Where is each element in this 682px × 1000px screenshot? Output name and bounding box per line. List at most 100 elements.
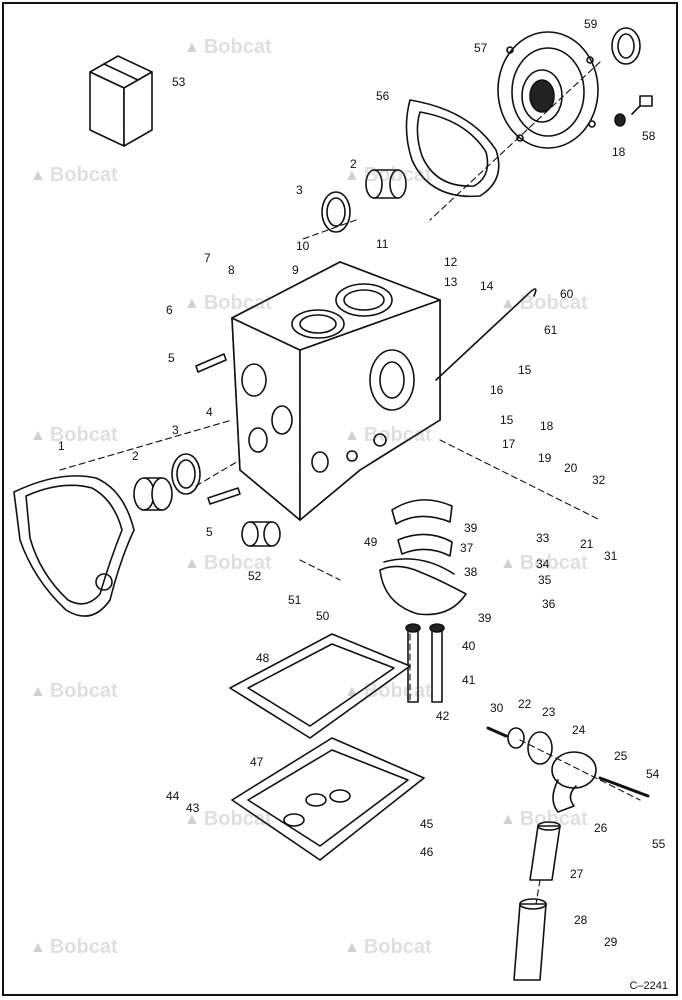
callout-4: 4	[206, 405, 213, 419]
part-60-dipstick	[435, 288, 537, 381]
watermark-text: Bobcat	[519, 292, 588, 314]
watermark: ▲ Bobcat	[344, 936, 432, 959]
callout-18: 18	[540, 419, 554, 433]
part-5-pin-lower	[207, 487, 241, 505]
watermark-text: Bobcat	[49, 936, 118, 958]
watermark: ▲ Bobcat	[500, 552, 588, 575]
bobcat-head-logo-icon: ▲	[30, 938, 46, 956]
callout-36: 36	[542, 597, 556, 611]
callout-5: 5	[206, 525, 213, 539]
callout-53: 53	[172, 75, 186, 89]
part-24-elbow-housing	[551, 751, 597, 813]
callout-18: 18	[612, 145, 626, 159]
callout-33: 33	[536, 531, 550, 545]
part-53-box	[89, 55, 153, 147]
bobcat-head-logo-icon: ▲	[344, 166, 360, 184]
bobcat-head-logo-icon: ▲	[30, 426, 46, 444]
watermark-text: Bobcat	[49, 164, 118, 186]
watermark: ▲ Bobcat	[344, 424, 432, 447]
watermark-text: Bobcat	[49, 424, 118, 446]
bobcat-head-logo-icon: ▲	[344, 938, 360, 956]
watermark-text: Bobcat	[49, 680, 118, 702]
watermark-text: Bobcat	[203, 552, 272, 574]
watermark-text: Bobcat	[363, 680, 432, 702]
watermark: ▲ Bobcat	[30, 680, 118, 703]
callout-30: 30	[490, 701, 504, 715]
callout-15: 15	[500, 413, 514, 427]
bobcat-head-logo-icon: ▲	[184, 810, 200, 828]
callout-39: 39	[464, 521, 478, 535]
watermark: ▲ Bobcat	[500, 292, 588, 315]
watermark: ▲ Bobcat	[184, 36, 272, 59]
bobcat-head-logo-icon: ▲	[184, 38, 200, 56]
part-47-oil-pan	[231, 737, 425, 861]
callout-58: 58	[642, 129, 656, 143]
callout-43: 43	[186, 801, 200, 815]
callout-39: 39	[478, 611, 492, 625]
callout-40: 40	[462, 639, 476, 653]
part-23-oring	[527, 731, 553, 765]
callout-50: 50	[316, 609, 330, 623]
watermark: ▲ Bobcat	[184, 808, 272, 831]
part-52-bushing	[241, 521, 281, 547]
watermark: ▲ Bobcat	[344, 164, 432, 187]
callout-52: 52	[248, 569, 262, 583]
callout-59: 59	[584, 17, 598, 31]
callout-60: 60	[560, 287, 574, 301]
watermark: ▲ Bobcat	[344, 680, 432, 703]
callout-47: 47	[250, 755, 264, 769]
bobcat-head-logo-icon: ▲	[30, 682, 46, 700]
watermark-text: Bobcat	[363, 164, 432, 186]
bobcat-head-logo-icon: ▲	[184, 554, 200, 572]
part-39-bearing-cap-lower	[379, 558, 467, 616]
callout-51: 51	[288, 593, 302, 607]
part-27-tube	[529, 821, 561, 881]
callout-32: 32	[592, 473, 606, 487]
callout-42: 42	[436, 709, 450, 723]
callout-48: 48	[256, 651, 270, 665]
callout-12: 12	[444, 255, 458, 269]
callout-38: 38	[464, 565, 478, 579]
watermark-text: Bobcat	[363, 424, 432, 446]
part-3-ring-top	[321, 191, 351, 233]
callout-15: 15	[518, 363, 532, 377]
callout-24: 24	[572, 723, 586, 737]
part-22-clip	[507, 727, 525, 749]
callout-25: 25	[614, 749, 628, 763]
callout-28: 28	[574, 913, 588, 927]
figure-number: C–2241	[629, 980, 668, 992]
callout-2: 2	[350, 157, 357, 171]
watermark-text: Bobcat	[519, 552, 588, 574]
callout-46: 46	[420, 845, 434, 859]
callout-2: 2	[132, 449, 139, 463]
watermark-text: Bobcat	[203, 36, 272, 58]
part-2-bushing-top	[365, 169, 407, 199]
bobcat-head-logo-icon: ▲	[344, 426, 360, 444]
bobcat-head-logo-icon: ▲	[30, 166, 46, 184]
bobcat-head-logo-icon: ▲	[184, 294, 200, 312]
part-3-ring-left	[171, 453, 201, 495]
callout-55: 55	[652, 837, 666, 851]
watermark: ▲ Bobcat	[184, 292, 272, 315]
callout-3: 3	[172, 423, 179, 437]
callout-13: 13	[444, 275, 458, 289]
callout-19: 19	[538, 451, 552, 465]
bobcat-head-logo-icon: ▲	[500, 810, 516, 828]
callout-56: 56	[376, 89, 390, 103]
callout-44: 44	[166, 789, 180, 803]
callout-23: 23	[542, 705, 556, 719]
callout-26: 26	[594, 821, 608, 835]
callout-41: 41	[462, 673, 476, 687]
part-30-stud	[486, 726, 508, 738]
callout-11: 11	[376, 237, 389, 251]
callout-29: 29	[604, 935, 618, 949]
watermark: ▲ Bobcat	[30, 936, 118, 959]
callout-37: 37	[460, 541, 474, 555]
callout-31: 31	[604, 549, 618, 563]
watermark-text: Bobcat	[203, 292, 272, 314]
callout-20: 20	[564, 461, 578, 475]
part-25-bolt	[598, 776, 650, 798]
